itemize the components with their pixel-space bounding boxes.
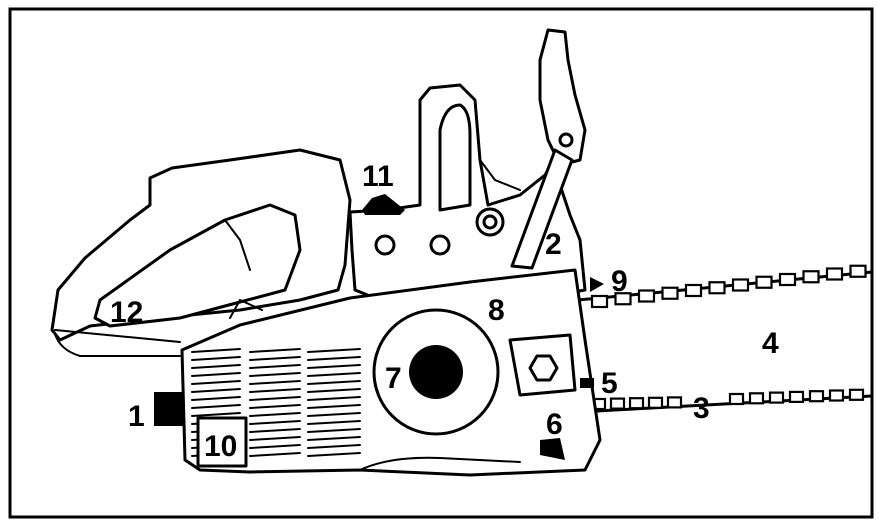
- chain-link: [614, 292, 632, 306]
- cooling-fin: [307, 404, 361, 409]
- cooling-fin: [249, 372, 301, 377]
- saw-chain-bottom: [590, 388, 865, 411]
- cooling-fin: [249, 428, 301, 433]
- chain-link: [825, 267, 844, 281]
- chain-link: [808, 390, 825, 403]
- chain-link: [637, 289, 656, 303]
- chain-link: [755, 275, 773, 289]
- cooling-fin: [307, 428, 361, 433]
- cooling-fin: [191, 364, 241, 369]
- throttle-trigger: [154, 392, 184, 426]
- cooling-fin: [191, 372, 241, 377]
- label-2: 2: [545, 228, 562, 261]
- cooling-fin: [191, 356, 241, 361]
- cooling-fin: [307, 372, 361, 377]
- throttle-lockout: [362, 194, 405, 215]
- chain-link: [590, 294, 609, 309]
- cooling-fin: [249, 404, 301, 409]
- chain-link: [778, 272, 797, 287]
- chain-link: [788, 390, 805, 403]
- cooling-fin: [307, 348, 361, 353]
- cooling-fin: [249, 412, 301, 417]
- cooling-fin: [249, 348, 301, 353]
- cooling-fin: [307, 364, 361, 369]
- cooling-fin: [249, 380, 301, 385]
- cooling-fin: [307, 388, 361, 393]
- cooling-fin: [249, 436, 301, 441]
- chain-catcher: [540, 438, 565, 460]
- cooling-fin: [249, 396, 301, 401]
- cooling-fin: [249, 388, 301, 393]
- label-4: 4: [762, 327, 779, 360]
- cooling-fin: [191, 380, 241, 385]
- cooling-fin: [191, 388, 241, 393]
- cooling-fin: [249, 420, 301, 425]
- cooling-fin: [249, 364, 301, 369]
- cooling-fin: [307, 412, 361, 417]
- chain-link: [748, 392, 765, 405]
- cooling-fin: [191, 396, 241, 401]
- rear-handle: [50, 148, 352, 357]
- label-1: 1: [128, 400, 145, 433]
- cooling-fin: [307, 452, 361, 457]
- chain-tensioner: [580, 378, 594, 388]
- chain-link: [661, 286, 679, 300]
- chain-link: [609, 397, 626, 410]
- chain-link: [628, 397, 645, 410]
- cooling-fin: [307, 356, 361, 361]
- label-12: 12: [110, 296, 143, 329]
- label-6: 6: [546, 408, 563, 441]
- arrow-9: [590, 277, 604, 292]
- cooling-fin: [191, 404, 241, 409]
- chain-link: [684, 283, 703, 298]
- cooling-fin: [307, 444, 361, 449]
- chain-link: [848, 388, 865, 401]
- chain-link: [802, 270, 820, 284]
- chain-link: [728, 392, 745, 406]
- cooling-fin: [307, 420, 361, 425]
- label-7: 7: [385, 362, 402, 395]
- part-10-box: [196, 416, 248, 468]
- label-10: 10: [204, 430, 237, 463]
- cooling-fin: [307, 396, 361, 401]
- cooling-fin: [249, 444, 301, 449]
- cooling-fin: [249, 452, 301, 457]
- cooling-fin: [191, 412, 241, 417]
- sprocket-cover: [508, 333, 577, 397]
- cooling-fin: [307, 436, 361, 441]
- label-3: 3: [693, 392, 710, 425]
- chain-link: [666, 396, 683, 409]
- cooling-fin: [191, 348, 241, 353]
- label-9: 9: [611, 265, 628, 298]
- chain-link: [731, 278, 750, 292]
- saw-chain-top: [590, 264, 867, 309]
- cooling-fin: [307, 380, 361, 385]
- chain-link: [828, 389, 845, 402]
- label-8: 8: [488, 294, 505, 327]
- chain-link: [708, 281, 726, 295]
- chain-link: [647, 396, 664, 409]
- chain-link: [768, 391, 785, 404]
- cooling-fin: [249, 356, 301, 361]
- label-11: 11: [362, 160, 394, 193]
- chain-brake-lever: [510, 28, 587, 270]
- chain-link: [849, 264, 867, 278]
- label-5: 5: [601, 367, 618, 400]
- starter-cover: [372, 308, 500, 436]
